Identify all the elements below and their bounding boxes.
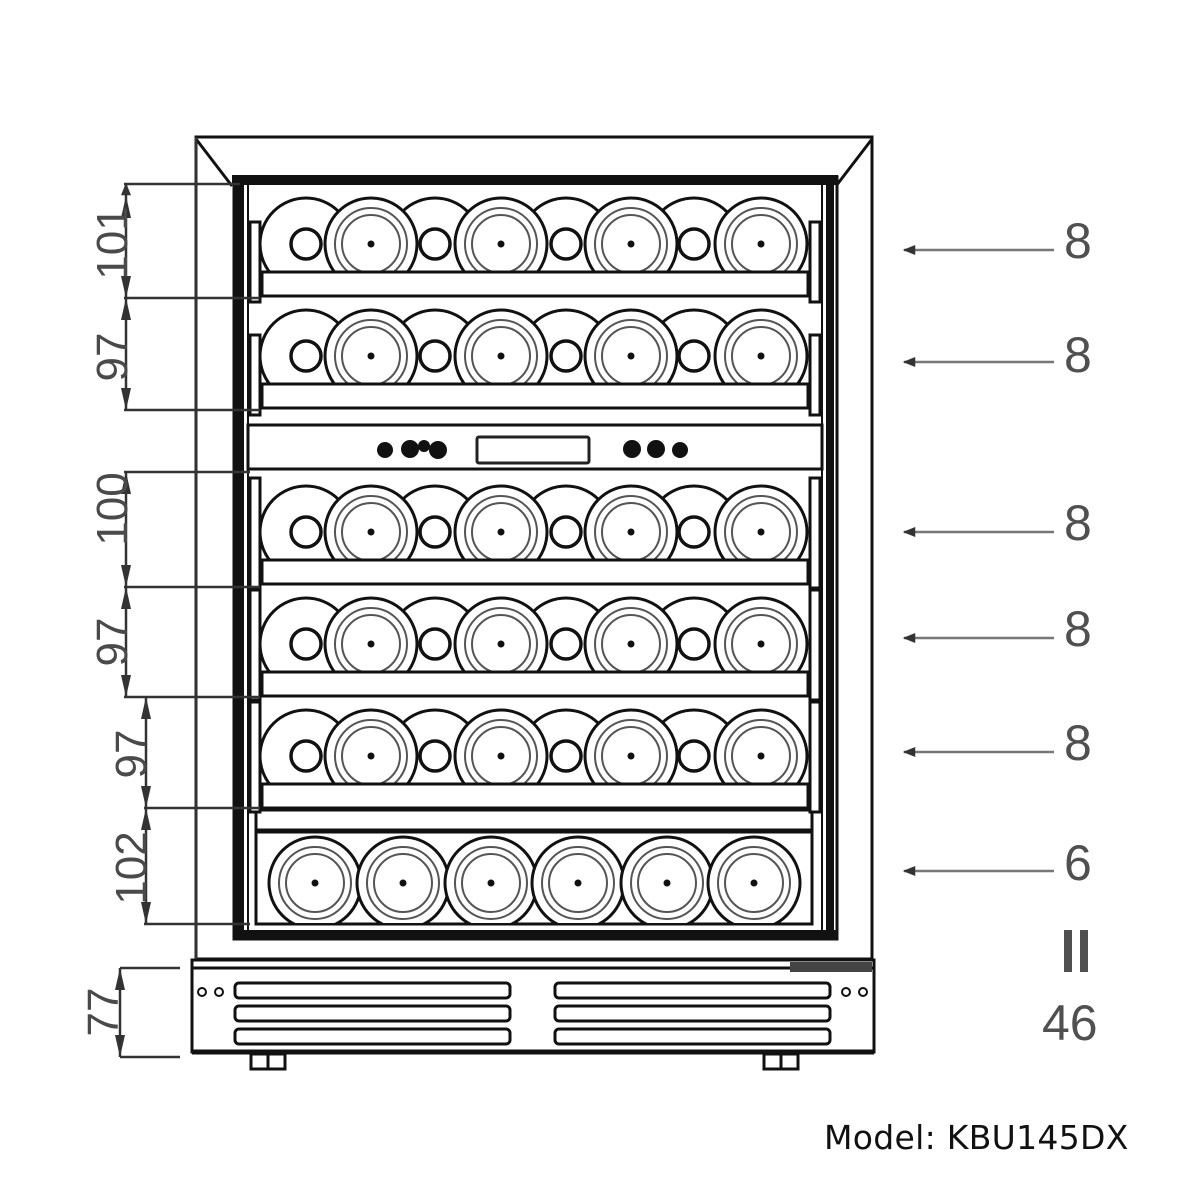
dimension-label-shelf-4: 97 bbox=[88, 618, 137, 667]
capacity-label-shelf-5: 8 bbox=[1064, 715, 1092, 771]
dimension-label-base: 77 bbox=[79, 988, 128, 1037]
left-control-buttons[interactable] bbox=[377, 440, 447, 459]
shelf-6 bbox=[254, 808, 814, 926]
lcd-display bbox=[475, 435, 591, 465]
shelf-4 bbox=[258, 596, 810, 698]
shelf-1 bbox=[258, 196, 810, 298]
shelf-2 bbox=[258, 308, 810, 410]
dimension-labels: 101 97 100 97 97 102 77 bbox=[79, 206, 156, 1036]
capacity-label-shelf-4: 8 bbox=[1064, 601, 1092, 657]
shelf-3 bbox=[258, 484, 810, 586]
total-capacity-label: 46 bbox=[1042, 995, 1098, 1051]
dimension-label-shelf-2: 97 bbox=[88, 333, 137, 382]
dimension-label-shelf-1: 101 bbox=[88, 206, 137, 279]
shelf-5 bbox=[258, 708, 810, 810]
capacity-labels: 8 8 8 8 8 6 46 bbox=[1042, 213, 1098, 1051]
dimension-lines bbox=[118, 137, 260, 1059]
right-control-buttons[interactable] bbox=[623, 440, 688, 458]
dimension-label-shelf-6: 102 bbox=[107, 831, 156, 904]
shelf-rails bbox=[248, 220, 822, 814]
capacity-label-shelf-2: 8 bbox=[1064, 327, 1092, 383]
dimension-label-shelf-5: 97 bbox=[107, 730, 156, 779]
model-label: Model: KBU145DX bbox=[824, 1118, 1129, 1157]
dimension-label-shelf-3: 100 bbox=[88, 472, 137, 545]
capacity-label-shelf-1: 8 bbox=[1064, 213, 1092, 269]
equals-sign bbox=[1064, 930, 1088, 972]
capacity-label-shelf-3: 8 bbox=[1064, 495, 1092, 551]
base-grille bbox=[190, 958, 876, 1071]
capacity-label-shelf-6: 6 bbox=[1064, 835, 1092, 891]
capacity-arrows bbox=[902, 245, 1054, 876]
control-panel bbox=[246, 423, 824, 471]
dimension-arrows bbox=[115, 196, 151, 1057]
leveling-feet bbox=[249, 1052, 800, 1071]
